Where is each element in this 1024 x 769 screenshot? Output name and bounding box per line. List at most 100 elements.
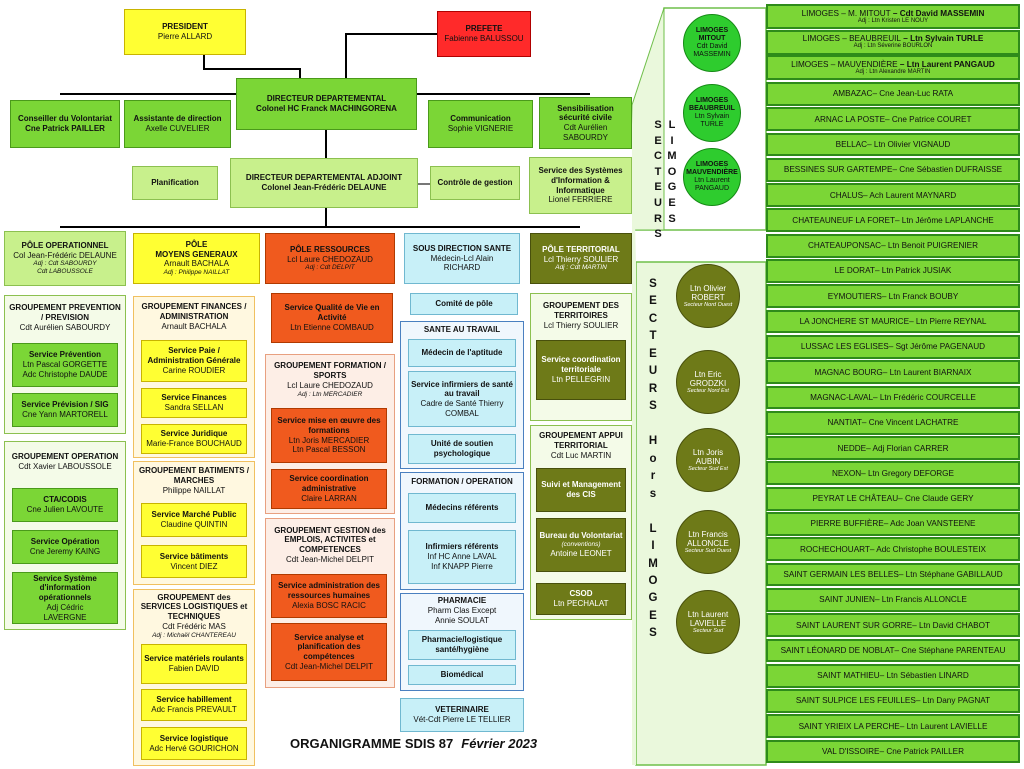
vertical-letter: G [667, 181, 677, 194]
aptitude-box: Médecin de l'aptitude [408, 339, 516, 367]
vertical-letter: E [649, 347, 657, 360]
sysinfo-name: Lionel FERRIERE [548, 195, 613, 205]
service-marche-box: Service Marché Public Claudine QUINTIN [141, 503, 247, 537]
footer-main: ORGANIGRAMME SDIS 87 [290, 736, 454, 751]
station-name: BESSINES SUR GARTEMPE [783, 165, 893, 175]
pole-territorial-head: PÔLE TERRITORIAL Lcl Thierry SOULIER Adj… [530, 233, 632, 284]
station-item: SAINT SULPICE LES FEUILLES – Ltn Dany PA… [766, 689, 1020, 713]
station-item: MAGNAC BOURG – Ltn Laurent BIARNAIX [766, 360, 1020, 385]
groupement-gestion-header: GROUPEMENT GESTION des EMPLOIS, ACTIVITE… [267, 520, 393, 570]
vertical-letter: S [649, 278, 657, 290]
communication-box: Communication Sophie VIGNERIE [428, 100, 533, 148]
sante-title: SOUS DIRECTION SANTE [412, 243, 512, 253]
formations-l1: Ltn Joris MERCADIER [288, 435, 370, 445]
grp-name: Lcl Thierry SOULIER [543, 320, 619, 330]
marche-title: Service Marché Public [151, 510, 237, 520]
sector-chief: Ltn Olivier [689, 283, 726, 293]
planif-l1: Cdt Jean-Michel DELPIT [284, 661, 374, 671]
station-chief: – Ltn Sébastien LINARD [879, 671, 969, 681]
vertical-letter: L [668, 119, 676, 131]
sante-head: SOUS DIRECTION SANTE Médecin-Lcl Alain R… [404, 233, 520, 284]
station-name: SAINT LÉONARD DE NOBLAT [780, 645, 895, 655]
station-name: PIERRE BUFFIÈRE [810, 519, 884, 529]
soutien-box: Unité de soutien psychologique [408, 434, 516, 464]
finances-l1: Sandra SELLAN [164, 403, 224, 412]
vertical-letter: E [649, 609, 657, 622]
pharmacie-header: PHARMACIE Pharm Clas Except Annie SOULAT [402, 595, 522, 627]
station-chief: – Adc Joan VANSTEENE [883, 519, 976, 529]
finances-title: Service Finances [161, 393, 227, 403]
station-item: NEDDE – Adj Florian CARRER [766, 436, 1020, 460]
sector-chief: Cdt David [696, 43, 728, 50]
station-name: NEDDE [837, 443, 867, 453]
station-item: MAGNAC-LAVAL – Ltn Frédéric COURCELLE [766, 385, 1020, 410]
comite-title: Comité de pôle [435, 299, 493, 309]
groupement-appui-header: GROUPEMENT APPUI TERRITORIAL Cdt Luc MAR… [532, 427, 630, 465]
station-name: LA JONCHERE ST MAURICE [799, 317, 910, 327]
formations-l2: Ltn Pascal BESSON [292, 445, 366, 455]
infirmiers-l2: COMBAL [445, 408, 479, 418]
assistante-title: Assistante de direction [133, 114, 222, 124]
veterinaire-title: VETERINAIRE [435, 705, 489, 715]
vertical-letter: E [649, 295, 657, 308]
adjoint-title: DIRECTEUR DEPARTEMENTAL ADJOINT [245, 173, 403, 183]
service-ssio-box: Service Système d'information opérationn… [12, 572, 118, 624]
directeur-name: Colonel HC Franck MACHINGORENA [256, 104, 397, 113]
service-prevision-box: Service Prévision / SIG Cne Yann MARTORE… [12, 393, 118, 427]
materiels-title: Service matériels roulants [144, 654, 244, 664]
adjoint-box: DIRECTEUR DEPARTEMENTAL ADJOINT Colonel … [230, 158, 418, 208]
sensibilisation-box: Sensibilisation sécurité civile Cdt Auré… [539, 97, 632, 149]
infref-l2: Inf KNAPP Pierre [431, 561, 493, 571]
connector-line [345, 33, 437, 35]
station-item: ARNAC LA POSTE – Cne Patrice COURET [766, 107, 1020, 132]
station-adj: Adj : Ltn Séverine BOURLON [853, 43, 933, 50]
pole-op-title: PÔLE OPERATIONNEL [21, 240, 109, 250]
station-chief: – Ltn Laurent LAVIELLE [899, 721, 988, 731]
footer-title: ORGANIGRAMME SDIS 87 Février 2023 [290, 736, 537, 751]
station-chief: – Ltn Laurent PANGAUD [897, 59, 995, 69]
communication-name: Sophie VIGNERIE [447, 124, 514, 133]
soutien-title: Unité de soutien psychologique [430, 439, 494, 458]
vertical-letter: U [648, 365, 658, 378]
connector-line [345, 33, 347, 78]
service-coordination-box: Service coordination territoriale Ltn PE… [536, 340, 626, 400]
pole-rs-adj: Adj : Cdt DELPIT [305, 264, 355, 272]
juridique-l1: Marie-France BOUCHAUD [146, 439, 242, 448]
directeur-title: DIRECTEUR DEPARTEMENTAL [266, 94, 387, 104]
fin-title: GROUPEMENT FINANCES / ADMINISTRATION [141, 302, 247, 322]
assistante-name: Axelle CUVELIER [145, 124, 210, 133]
veterinaire-box: VETERINAIRE Vét-Cdt Pierre LE TELLIER [400, 698, 524, 732]
log-adj: Adj : Michaël CHANTEREAU [152, 631, 236, 639]
medref-title: Médecins référents [425, 503, 499, 513]
batiments-l1: Vincent DIEZ [170, 561, 218, 571]
service-prevention-l1: Ltn Pascal GORGETTE [22, 360, 108, 370]
station-chief: – Cne Patrice COURET [885, 114, 972, 124]
juridique-title: Service Juridique [160, 429, 228, 439]
station-item: CHALUS – Ach Laurent MAYNARD [766, 183, 1020, 207]
footer-date: Février 2023 [461, 736, 538, 751]
sysinfo-title: Service des Systèmes d'Information & Inf… [538, 166, 623, 195]
station-chief: – Cne Patrick PAILLER [879, 747, 965, 757]
pharmacie-l2: Annie SOULAT [434, 615, 490, 625]
station-chief: – Ltn David CHABOT [912, 620, 990, 630]
sector-chief: Ltn Sylvain [694, 113, 730, 120]
station-item: AMBAZAC – Cne Jean-Luc RATA [766, 82, 1020, 106]
groupement-logistique-header: GROUPEMENT des SERVICES LOGISTIQUES et T… [135, 591, 253, 641]
station-item: EYMOUTIERS – Ltn Franck BOUBY [766, 284, 1020, 309]
pole-mg-name: Arnault BACHALA [164, 259, 229, 269]
station-chief: – Ltn Stéphane GABILLAUD [898, 570, 1003, 579]
station-name: SAINT MATHIEU [817, 671, 880, 681]
volontariat-l1: Antoine LEONET [550, 548, 612, 558]
vertical-letter: S [654, 119, 662, 131]
station-item: PIERRE BUFFIÈRE – Adc Joan VANSTEENE [766, 512, 1020, 536]
station-chief: – Cne Jean-Luc RATA [872, 89, 954, 99]
station-item: CHATEAUNEUF LA FORET – Ltn Jérôme LAPLAN… [766, 208, 1020, 233]
station-chief: – Ltn Sylvain TURLE [900, 34, 984, 44]
station-name: SAINT JUNIEN [819, 595, 875, 605]
vertical-letter: E [654, 181, 662, 194]
logistique-title: Service logistique [159, 733, 229, 743]
station-name: ARNAC LA POSTE [814, 114, 886, 124]
